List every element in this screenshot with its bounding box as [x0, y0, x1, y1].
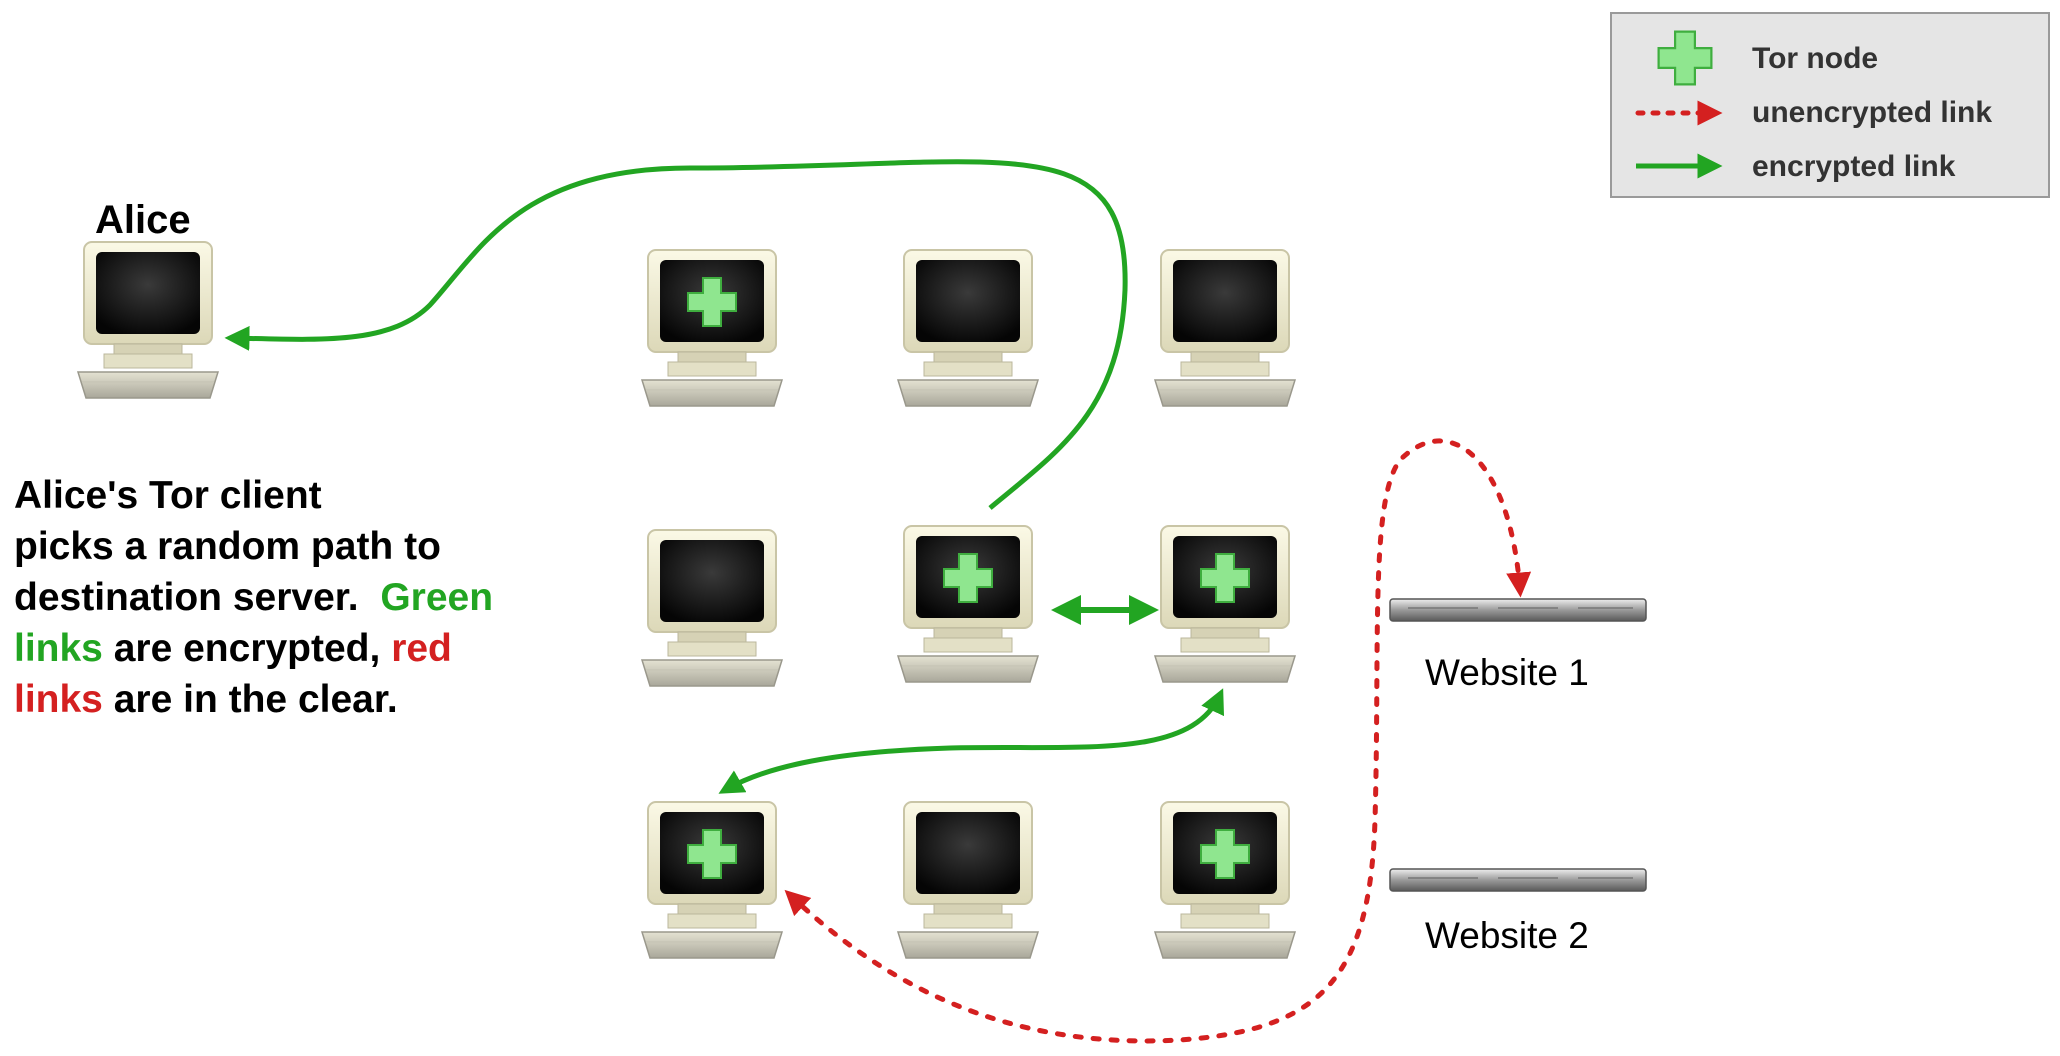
legend-tor-node-label: Tor node: [1752, 42, 1879, 75]
tor-node-icon: [641, 249, 783, 407]
desc-line-4: are encrypted,: [113, 627, 381, 670]
website-2-server-icon: [1389, 868, 1647, 892]
tor-node-icon: [897, 525, 1039, 683]
unencrypted-link: [784, 438, 1532, 1044]
desc-line-3: destination server.: [14, 576, 359, 619]
legend: Tor node unencrypted link encrypted link: [1610, 12, 2050, 198]
computer-icon: [1154, 249, 1296, 407]
encrypted-link-lower: [718, 688, 1224, 794]
legend-unencrypted-label: unencrypted link: [1752, 96, 1993, 129]
legend-encrypted-label: encrypted link: [1752, 150, 1956, 183]
desc-line-1: Alice's Tor client: [14, 474, 322, 517]
desc-line-5: are in the clear.: [113, 678, 398, 721]
computer-icon: [897, 801, 1039, 959]
website-1-server-icon: [1389, 598, 1647, 622]
website-2-label: Website 2: [1425, 915, 1589, 956]
desc-line-2: picks a random path to: [14, 525, 441, 568]
desc-green-links: links: [14, 627, 103, 670]
tor-node-icon: [641, 801, 783, 959]
desc-red-links: links: [14, 678, 103, 721]
description-text: Alice's Tor client picks a random path t…: [14, 470, 493, 725]
desc-red-word: red: [391, 627, 452, 670]
desc-green-word: Green: [380, 576, 494, 619]
computer-icon: [641, 529, 783, 687]
alice-computer-icon: [77, 241, 219, 399]
alice-label: Alice: [95, 198, 191, 242]
computer-icon: [897, 249, 1039, 407]
website-1-label: Website 1: [1425, 652, 1589, 693]
tor-node-icon: [1154, 801, 1296, 959]
encrypted-link-alice: [224, 159, 1128, 510]
tor-node-icon: [1154, 525, 1296, 683]
